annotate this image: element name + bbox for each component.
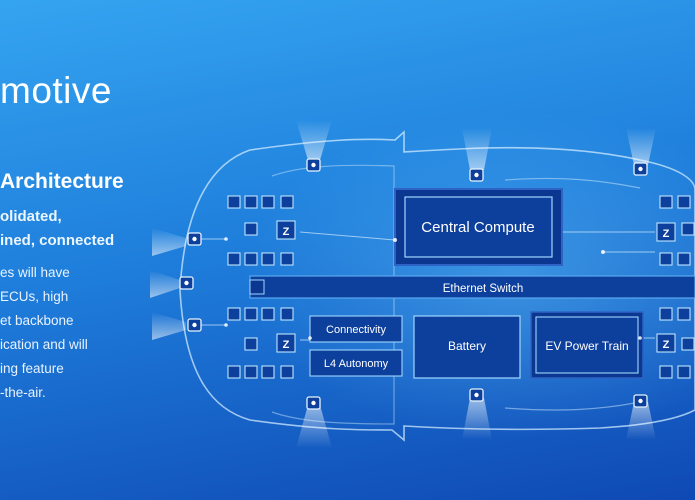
zone-controller-label: Z	[663, 339, 670, 351]
zone-controller-label: Z	[663, 228, 670, 240]
ecu-cluster-front-left-top	[227, 195, 296, 266]
autonomy-label: L4 Autonomy	[324, 358, 389, 370]
ethernet-switch-label: Ethernet Switch	[443, 283, 524, 295]
description-line-6: -the-air.	[0, 385, 46, 400]
ecu-cluster-front-left-bottom	[227, 307, 296, 379]
battery-label: Battery	[448, 339, 486, 353]
car-rear-window	[504, 177, 641, 189]
ecu-cluster-rear-right-bottom	[656, 307, 695, 379]
sensor-beam	[296, 405, 332, 448]
connectivity-label: Connectivity	[326, 324, 386, 336]
network-links	[201, 231, 655, 341]
sensor-beam	[150, 270, 180, 298]
description-line-3: et backbone	[0, 313, 74, 328]
sensor-beam	[626, 402, 656, 440]
powertrain-box	[535, 316, 639, 374]
zone-controller-label: Z	[283, 226, 290, 238]
section-subtitle: Architecture	[0, 170, 124, 193]
page-title: motive	[0, 70, 112, 111]
sensor-beam	[152, 228, 186, 256]
tagline-line-1: olidated,	[0, 208, 62, 225]
description-line-4: ication and will	[0, 337, 88, 352]
sensor-beam	[296, 120, 332, 160]
central-compute-box	[404, 196, 553, 258]
central-compute-label: Central Compute	[421, 219, 534, 236]
sensor-beam	[462, 398, 492, 440]
powertrain-label: EV Power Train	[545, 339, 628, 353]
sensor-beam	[462, 128, 492, 170]
zone-controller-label: Z	[283, 339, 290, 351]
battery-box	[413, 315, 521, 379]
description-line-5: ing feature	[0, 361, 64, 376]
ecu-cluster-rear-right-top	[656, 195, 695, 266]
car-outline	[179, 130, 695, 442]
car-rear-window-bottom	[504, 401, 641, 411]
connectivity-box	[309, 315, 403, 343]
sensor-beam	[152, 312, 186, 340]
description-line-1: es will have	[0, 265, 70, 280]
sensor-beam	[626, 128, 656, 165]
ethernet-switch-end	[249, 279, 265, 295]
tagline-line-2: ined, connected	[0, 232, 115, 249]
autonomy-box	[309, 349, 403, 377]
description-line-2: ECUs, high	[0, 289, 69, 304]
